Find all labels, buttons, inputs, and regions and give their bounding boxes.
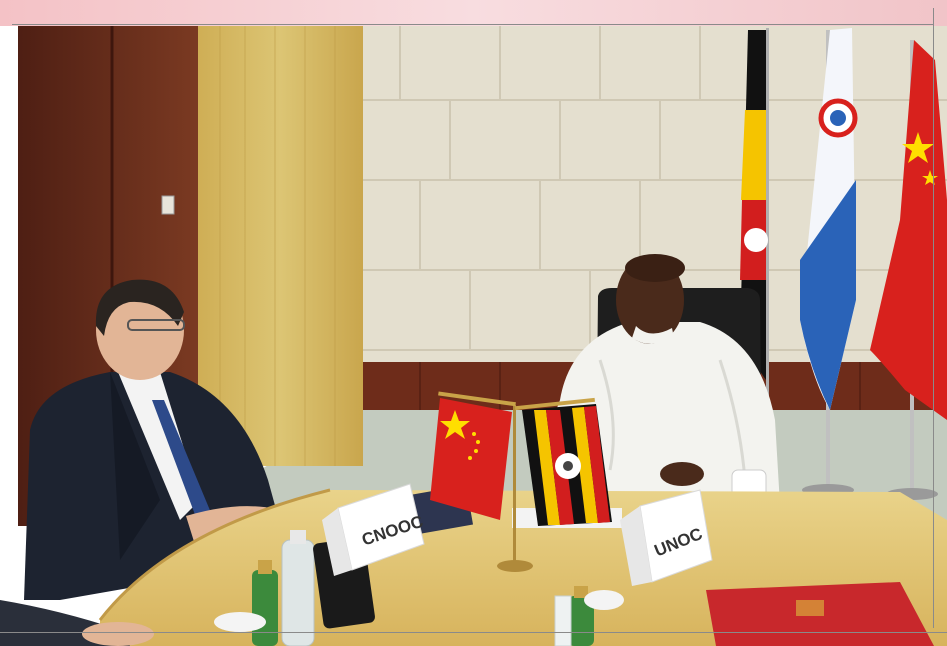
bamboo-panel xyxy=(198,26,363,466)
water-bottle-clear xyxy=(281,530,315,646)
frame-line-right xyxy=(933,8,934,628)
frame-line-top xyxy=(12,24,934,25)
nameplate-cnooc xyxy=(322,483,425,576)
wall-switch xyxy=(161,195,175,215)
china-flag-icon xyxy=(430,398,512,520)
china-flag-standing-icon xyxy=(870,40,947,500)
corporate-flag-icon xyxy=(800,28,858,500)
water-bottle-green-right xyxy=(568,586,594,646)
desk-flag-stand xyxy=(438,391,595,572)
nameplate-unoc xyxy=(620,489,713,586)
uganda-flag-icon xyxy=(522,404,612,526)
water-bottle-green-left xyxy=(252,560,278,646)
cup-left xyxy=(214,612,266,632)
cup-right xyxy=(584,590,624,610)
glass xyxy=(554,595,572,646)
frame-line-bottom xyxy=(0,632,947,633)
top-band xyxy=(0,0,947,26)
red-folder xyxy=(706,582,934,646)
